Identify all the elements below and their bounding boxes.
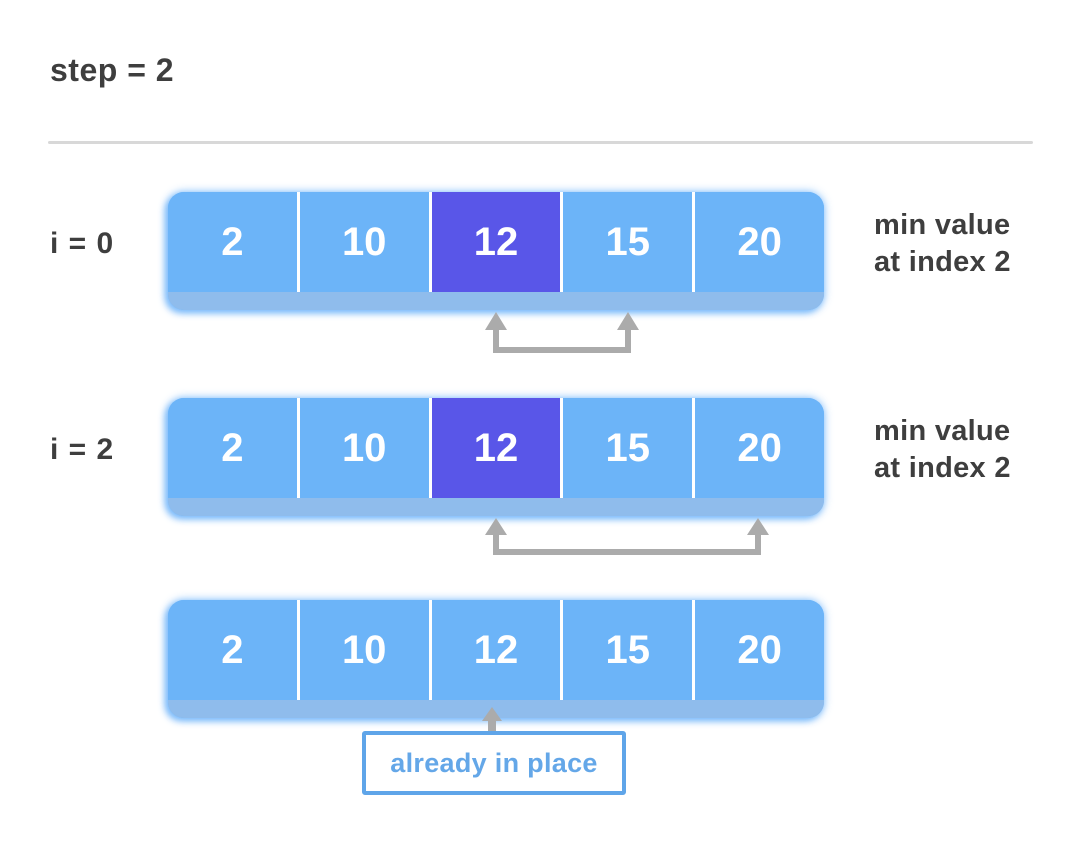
array-cell: 12 (428, 600, 561, 700)
array-cell: 20 (692, 398, 824, 498)
row1-array: 2 10 12 15 20 (168, 192, 824, 310)
array-cell: 2 (168, 398, 297, 498)
already-in-place-callout: already in place (362, 731, 626, 795)
divider-line (48, 141, 1033, 144)
array-cell: 2 (168, 600, 297, 700)
array-cell: 20 (692, 192, 824, 292)
row3-cells: 2 10 12 15 20 (168, 600, 824, 700)
row2-cells: 2 10 12 15 20 (168, 398, 824, 498)
array-base-strip (168, 700, 824, 718)
compare-range-arrow-icon (485, 518, 769, 555)
array-base-strip (168, 498, 824, 516)
row2-min-value-annotation: min value at index 2 (874, 413, 1011, 487)
array-base-strip (168, 292, 824, 310)
up-arrow-icon (482, 707, 502, 733)
annotation-line: at index 2 (874, 452, 1011, 484)
array-cell: 2 (168, 192, 297, 292)
array-cell: 10 (296, 600, 429, 700)
array-cell: 15 (560, 192, 693, 292)
array-cell-highlighted: 12 (428, 192, 561, 292)
step-label: step = 2 (50, 52, 175, 88)
annotation-line: min value (874, 209, 1011, 241)
array-cell: 15 (560, 600, 693, 700)
annotation-line: at index 2 (874, 246, 1011, 278)
array-cell-highlighted: 12 (428, 398, 561, 498)
row1-cells: 2 10 12 15 20 (168, 192, 824, 292)
row3-array: 2 10 12 15 20 (168, 600, 824, 718)
compare-range-arrow-icon (485, 312, 639, 353)
row2-array: 2 10 12 15 20 (168, 398, 824, 516)
array-cell: 10 (296, 398, 429, 498)
row1-min-value-annotation: min value at index 2 (874, 207, 1011, 281)
array-cell: 10 (296, 192, 429, 292)
callout-label: already in place (390, 747, 598, 778)
annotation-line: min value (874, 415, 1011, 447)
row2-index-label: i = 2 (50, 433, 115, 466)
row1-index-label: i = 0 (50, 227, 115, 260)
array-cell: 20 (692, 600, 824, 700)
array-cell: 15 (560, 398, 693, 498)
